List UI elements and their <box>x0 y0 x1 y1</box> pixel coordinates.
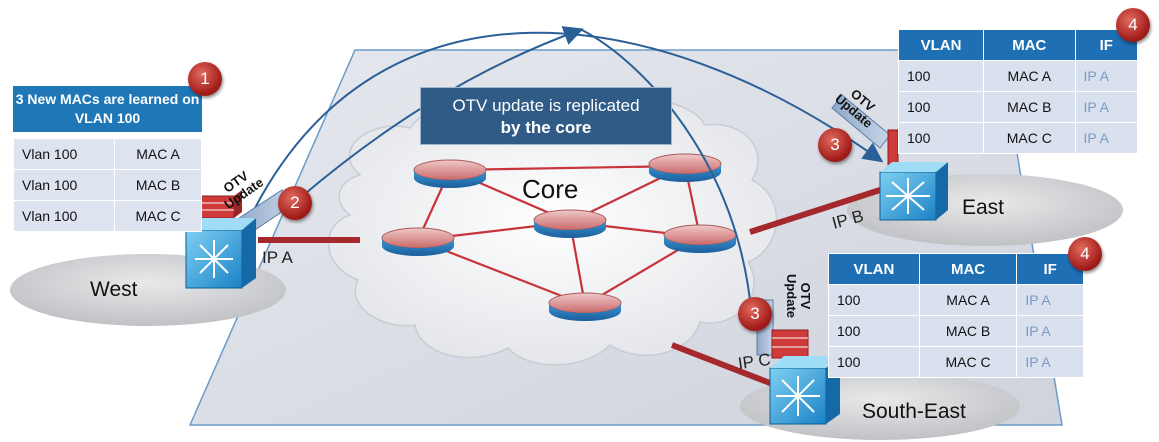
vlan-cell: 100 <box>828 284 920 316</box>
vlan-cell: 100 <box>897 91 985 123</box>
vlan-cell: Vlan 100 <box>12 169 116 201</box>
column-header-mac: MAC <box>983 29 1076 61</box>
east-edge-switch-icon <box>879 129 948 221</box>
router-icon <box>648 153 722 182</box>
router-icon <box>533 209 607 238</box>
step-badge-3-south-east: 3 <box>738 297 772 331</box>
vlan-cell: 100 <box>897 60 985 92</box>
mac-cell: MAC B <box>983 91 1076 123</box>
mac-cell: MAC C <box>114 200 202 232</box>
mac-cell: MAC A <box>983 60 1076 92</box>
table-header-row: VLAN MAC IF <box>897 29 1139 61</box>
step-badge-4-east: 4 <box>1116 8 1150 42</box>
site-label-west: West <box>90 278 138 301</box>
router-icon <box>381 227 455 256</box>
core-label: Core <box>522 174 579 204</box>
step-badge-2: 2 <box>278 186 312 220</box>
otv-update-arc-west-east <box>254 31 884 209</box>
table-header-row: VLAN MAC IF <box>828 253 1084 285</box>
site-label-south-east: South-East <box>862 400 966 423</box>
column-header-vlan: VLAN <box>897 29 985 61</box>
mac-cell: MAC B <box>114 169 202 201</box>
if-cell: IP A <box>1074 60 1139 92</box>
west-edge-switch-icon <box>185 190 256 289</box>
link-east-core <box>749 187 881 235</box>
if-cell: IP A <box>1074 122 1139 154</box>
step-badge-3-east: 3 <box>818 128 852 162</box>
vlan-cell: Vlan 100 <box>12 200 116 232</box>
mac-cell: MAC A <box>918 284 1018 316</box>
router-icon <box>413 159 487 188</box>
site-label-east: East <box>962 196 1005 219</box>
vlan-cell: 100 <box>897 122 985 154</box>
otv-update-packet-icon <box>831 94 891 149</box>
column-header-vlan: VLAN <box>828 253 920 285</box>
callout-line-2: by the core <box>500 118 592 137</box>
callout-line-1: OTV update is replicated <box>452 96 640 115</box>
replication-callout: OTV update is replicated by the core <box>420 87 672 145</box>
otv-update-arc-core-southeast <box>581 29 761 324</box>
vlan-cell: 100 <box>828 346 920 378</box>
link-southeast-core <box>670 342 777 388</box>
southeast-edge-switch-icon <box>769 329 840 425</box>
step-badge-1: 1 <box>188 62 222 96</box>
router-icon <box>663 224 737 253</box>
mac-cell: MAC B <box>918 315 1018 347</box>
mac-cell: MAC C <box>918 346 1018 378</box>
column-header-mac: MAC <box>918 253 1018 285</box>
west-table-header: 3 New MACs are learned on VLAN 100 <box>13 86 202 132</box>
vlan-cell: 100 <box>828 315 920 347</box>
step-badge-4-south-east: 4 <box>1068 237 1102 271</box>
if-cell: IP A <box>1074 91 1139 123</box>
mac-cell: MAC C <box>983 122 1076 154</box>
if-cell: IP A <box>1016 346 1084 378</box>
mac-cell: MAC A <box>114 138 202 170</box>
router-icon <box>548 292 622 321</box>
if-cell: IP A <box>1016 315 1084 347</box>
ip-label-a: IP A <box>262 248 293 267</box>
vlan-cell: Vlan 100 <box>12 138 116 170</box>
if-cell: IP A <box>1016 284 1084 316</box>
